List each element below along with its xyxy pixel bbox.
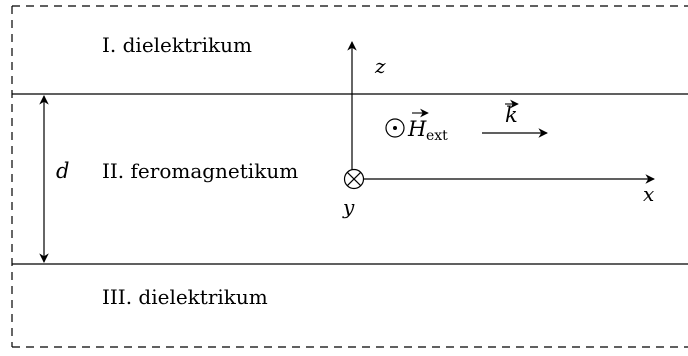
y-axis-into-page-icon [343,168,365,190]
region-label-middle: II. feromagnetikum [102,159,298,183]
wavevector-symbol: k [505,103,518,127]
region-label-top: I. dielektrikum [102,33,252,57]
thickness-label: d [56,159,69,183]
x-axis-label: x [643,182,654,206]
field-subscript: ext [426,128,448,144]
z-axis-label: z [374,54,386,78]
field-symbol: H [407,117,427,141]
y-axis-label: y [342,195,355,219]
region-label-bottom: III. dielektrikum [102,285,268,309]
field-out-of-plane-icon [385,118,405,138]
